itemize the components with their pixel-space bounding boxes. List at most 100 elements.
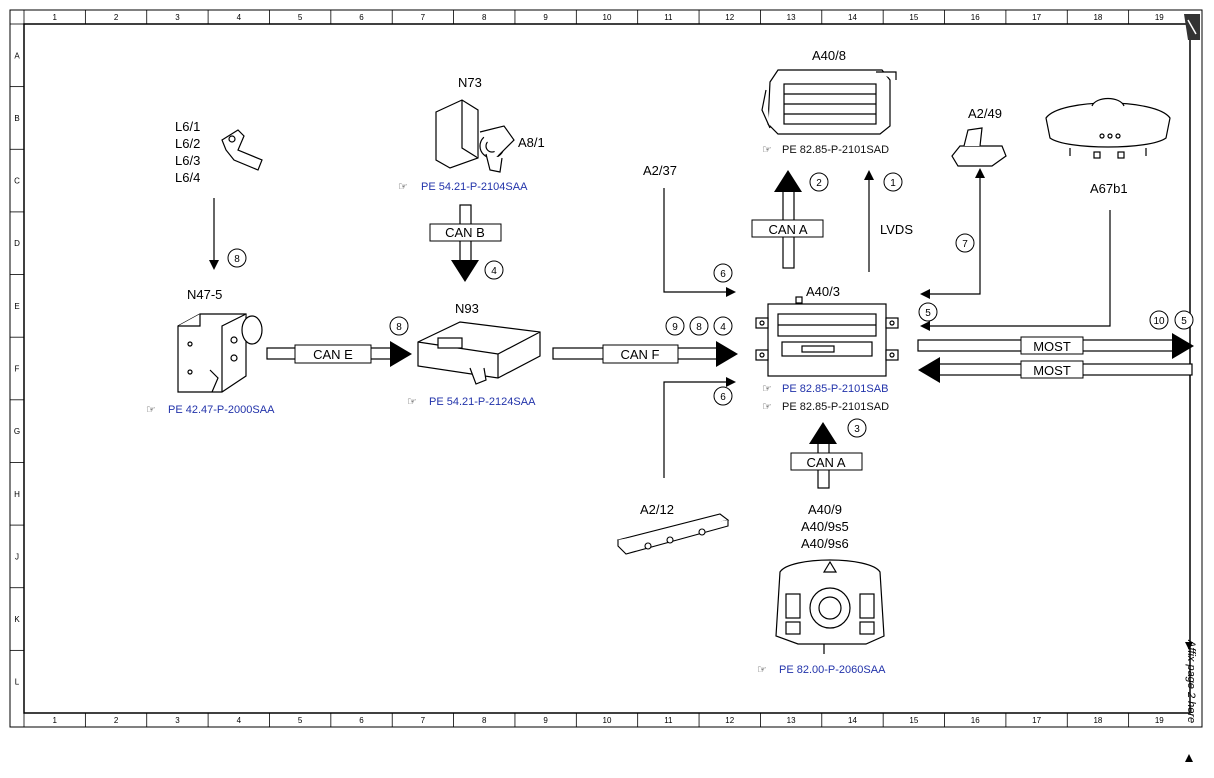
line-a2-37 xyxy=(663,188,728,293)
label-a40-3: A40/3 xyxy=(806,284,840,299)
grid-col-bottom-17: 17 xyxy=(1032,716,1041,725)
grid-row-C: C xyxy=(14,177,20,186)
grid-row-H: H xyxy=(14,490,20,499)
bus-label-most-1: MOST xyxy=(1033,339,1071,354)
grid-col-top-16: 16 xyxy=(971,13,980,22)
bus-label-lvds: LVDS xyxy=(880,222,913,237)
ref-a40-8: ☞ PE 82.85-P-2101SAD xyxy=(762,144,889,156)
label-a40-8: A40/8 xyxy=(812,48,846,63)
svg-text:PE 82.85-P-2101SAD: PE 82.85-P-2101SAD xyxy=(782,144,889,156)
label-n73: N73 xyxy=(458,75,482,90)
grid-col-bottom-6: 6 xyxy=(359,716,364,725)
svg-text:PE 54.21-P-2104SAA: PE 54.21-P-2104SAA xyxy=(421,181,528,193)
grid-col-top-10: 10 xyxy=(603,13,612,22)
arrow-a2-12 xyxy=(726,377,736,387)
signal-markers xyxy=(227,172,1194,438)
manual-icon: ☞ xyxy=(762,401,772,413)
grid-col-top-17: 17 xyxy=(1032,13,1041,22)
label-a40-9s5: A40/9s5 xyxy=(801,519,849,534)
label-l6-2: L6/2 xyxy=(175,136,200,151)
grid-col-top-8: 8 xyxy=(482,13,487,22)
signal-8-can-f: 8 xyxy=(696,322,702,333)
label-l6-1: L6/1 xyxy=(175,119,200,134)
grid-col-bottom-9: 9 xyxy=(543,716,548,725)
ref-a40-3-sad: ☞ PE 82.85-P-2101SAD xyxy=(762,401,889,413)
n93-illustration xyxy=(417,321,541,385)
grid-col-bottom-13: 13 xyxy=(787,716,796,725)
affix-marker-icon xyxy=(1185,642,1193,650)
line-a67b1 xyxy=(928,210,1111,327)
manual-icon: ☞ xyxy=(407,396,417,408)
svg-text:PE 82.00-P-2060SAA: PE 82.00-P-2060SAA xyxy=(779,664,886,676)
signal-1-lvds: 1 xyxy=(890,178,896,189)
grid-col-bottom-3: 3 xyxy=(175,716,180,725)
grid-row-J: J xyxy=(15,552,19,561)
affix-marker-icon-bottom xyxy=(1185,754,1193,762)
grid-row-A: A xyxy=(14,51,20,60)
arrow-a2-49-up xyxy=(975,168,985,178)
grid-row-K: K xyxy=(14,615,20,624)
bus-label-most-2: MOST xyxy=(1033,363,1071,378)
grid-col-top-6: 6 xyxy=(359,13,364,22)
ref-a40-3-sab: ☞ PE 82.85-P-2101SAB xyxy=(762,383,888,395)
a40-9-illustration xyxy=(775,559,885,654)
label-n93: N93 xyxy=(455,301,479,316)
corner-tag-icon xyxy=(1184,14,1200,40)
bus-can-a-top: CAN A xyxy=(751,170,824,269)
grid-col-top-19: 19 xyxy=(1155,13,1164,22)
label-l6-4: L6/4 xyxy=(175,170,200,185)
grid-col-bottom-2: 2 xyxy=(114,716,119,725)
manual-icon: ☞ xyxy=(762,383,772,395)
label-a2-37: A2/37 xyxy=(643,163,677,178)
manual-icon: ☞ xyxy=(146,404,156,416)
label-a67b1: A67b1 xyxy=(1090,181,1128,196)
bus-can-f: CAN F xyxy=(552,341,738,367)
affix-note: Affix page 2 here xyxy=(1185,639,1197,723)
a40-3-illustration xyxy=(755,296,899,377)
ref-n93: ☞ PE 54.21-P-2124SAA xyxy=(407,396,536,408)
grid-col-top-3: 3 xyxy=(175,13,180,22)
grid-col-bottom-14: 14 xyxy=(848,716,857,725)
signal-4-can-f: 4 xyxy=(720,322,726,333)
grid-row-B: B xyxy=(14,114,19,123)
grid-col-bottom-4: 4 xyxy=(237,716,242,725)
grid-row-E: E xyxy=(14,302,19,311)
bus-label-can-f: CAN F xyxy=(621,347,660,362)
svg-text:PE 82.85-P-2101SAB: PE 82.85-P-2101SAB xyxy=(782,383,888,395)
grid-row-L: L xyxy=(15,678,20,687)
arrow-lvds xyxy=(864,170,874,180)
signal-4-can-b: 4 xyxy=(491,266,497,277)
manual-icon: ☞ xyxy=(398,181,408,193)
label-l6-3: L6/3 xyxy=(175,153,200,168)
signal-8-can-e: 8 xyxy=(396,322,402,333)
grid-row-F: F xyxy=(15,365,20,374)
a2-12-illustration xyxy=(616,513,730,555)
label-a40-9: A40/9 xyxy=(808,502,842,517)
grid-col-bottom-8: 8 xyxy=(482,716,487,725)
grid-col-top-11: 11 xyxy=(664,13,673,22)
signal-5-most: 5 xyxy=(1181,316,1187,327)
signal-9-can-f: 9 xyxy=(672,322,678,333)
svg-text:PE 82.85-P-2101SAD: PE 82.85-P-2101SAD xyxy=(782,401,889,413)
grid-col-top-2: 2 xyxy=(114,13,119,22)
grid-col-top-4: 4 xyxy=(237,13,242,22)
grid-col-top-13: 13 xyxy=(787,13,796,22)
bus-label-can-a-bottom: CAN A xyxy=(806,455,845,470)
bus-most-out: MOST xyxy=(917,333,1194,359)
manual-icon: ☞ xyxy=(762,144,772,156)
sensor-l6-illustration xyxy=(221,129,263,171)
grid-col-top-15: 15 xyxy=(909,13,918,22)
signal-8-l6: 8 xyxy=(234,254,240,265)
line-a2-12 xyxy=(663,381,728,478)
signal-2-can-a: 2 xyxy=(816,178,822,189)
signal-5-a67b1: 5 xyxy=(925,308,931,319)
line-a2-49 xyxy=(928,176,981,295)
grid-col-bottom-10: 10 xyxy=(603,716,612,725)
signal-6-a2-12: 6 xyxy=(720,392,726,403)
ref-n73: ☞ PE 54.21-P-2104SAA xyxy=(398,181,528,193)
grid-col-bottom-1: 1 xyxy=(52,716,57,725)
n47-illustration xyxy=(177,313,263,393)
label-a2-49: A2/49 xyxy=(968,106,1002,121)
grid-col-bottom-18: 18 xyxy=(1093,716,1102,725)
